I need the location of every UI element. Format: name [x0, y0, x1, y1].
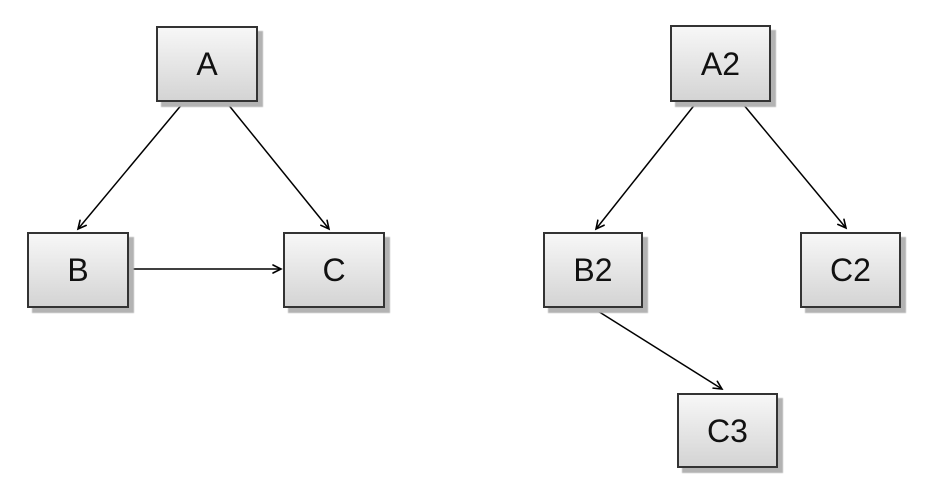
- node-C[interactable]: C: [283, 232, 385, 308]
- edge-A-B[interactable]: [76, 102, 184, 231]
- node-C3[interactable]: C3: [677, 393, 778, 468]
- node-label: B2: [573, 252, 613, 288]
- node-label: A: [196, 46, 218, 82]
- node-A2[interactable]: A2: [670, 25, 771, 102]
- edge-A-C[interactable]: [226, 102, 331, 231]
- node-B2[interactable]: B2: [543, 232, 643, 308]
- node-A[interactable]: A: [156, 26, 258, 102]
- edge-B2-C3[interactable]: [592, 307, 724, 390]
- node-label: A2: [700, 45, 741, 82]
- node-C2[interactable]: C2: [800, 232, 901, 308]
- edge-A2-C2[interactable]: [742, 103, 848, 230]
- node-B[interactable]: B: [27, 232, 129, 308]
- edge-A2-B2[interactable]: [594, 102, 697, 231]
- node-label: C2: [830, 252, 871, 288]
- node-label: C3: [707, 412, 748, 449]
- node-label: B: [67, 252, 89, 288]
- node-label: C: [322, 252, 346, 288]
